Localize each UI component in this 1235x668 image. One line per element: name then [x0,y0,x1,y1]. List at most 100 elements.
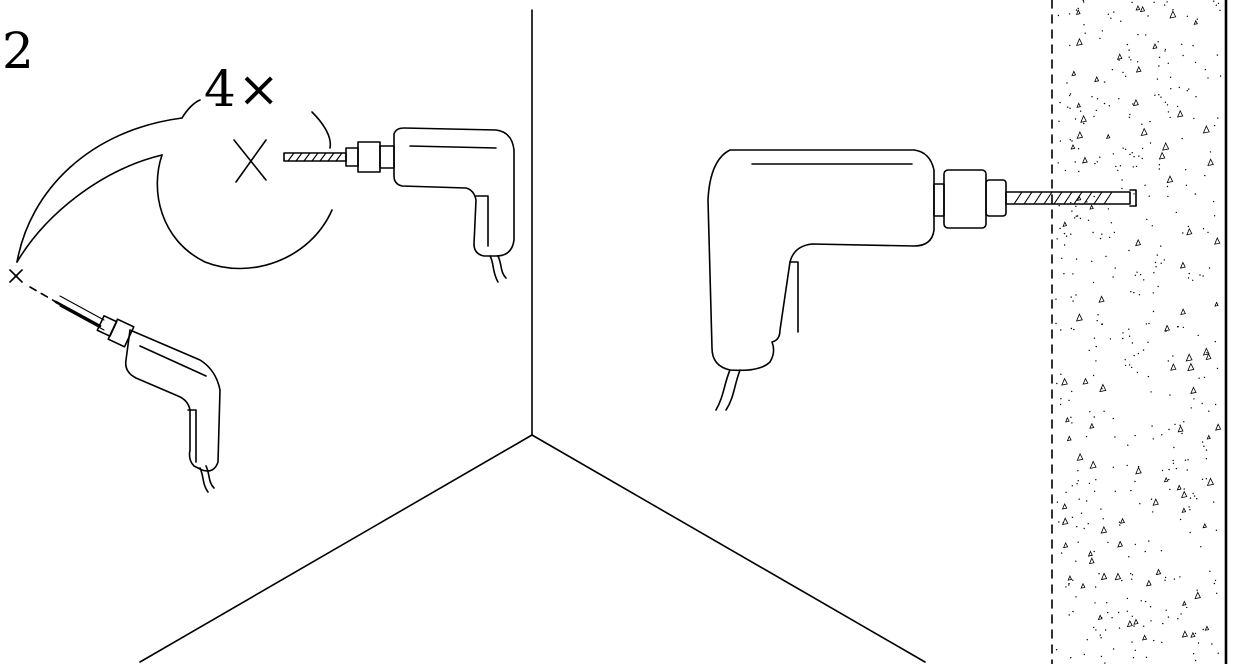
aggregate-dot [1133,156,1135,158]
aggregate-dot [1126,464,1128,467]
aggregate-dot [1080,512,1083,514]
aggregate-dot [1126,597,1129,600]
aggregate-stone [1187,362,1195,372]
aggregate-dot [1100,508,1102,510]
aggregate-dot [1089,411,1091,413]
aggregate-dot [1131,152,1133,154]
aggregate-dot [1195,659,1197,662]
floor-edge-left [139,434,533,663]
aggregate-dot [1084,32,1086,34]
aggregate-dot [1152,438,1155,440]
aggregate-dot [1201,441,1204,443]
aggregate-stone [1062,221,1068,227]
aggregate-dot [1183,421,1185,423]
callout-curve-outer [16,117,183,263]
aggregate-dot [1201,402,1203,405]
aggregate-dot [1147,375,1150,378]
aggregate-dot [1124,148,1127,150]
aggregate-dot [1068,582,1070,585]
aggregate-dot [1145,323,1148,325]
aggregate-dot [1063,244,1066,246]
aggregate-dot [1156,78,1159,80]
aggregate-dot [1086,500,1088,502]
aggregate-stone [1214,237,1221,245]
aggregate-dot [1172,459,1174,462]
aggregate-dot [1167,360,1170,362]
aggregate-dot [1205,478,1208,480]
aggregate-dot [1149,142,1152,144]
aggregate-dot [1213,501,1215,503]
aggregate-stone [1076,452,1084,461]
aggregate-dot [1167,62,1170,64]
aggregate-dot [1177,326,1179,328]
aggregate-dot [1197,334,1199,337]
aggregate-dot [1197,642,1200,644]
aggregate-dot [1170,88,1172,90]
aggregate-dot [1208,267,1211,269]
aggregate-dot [1160,262,1162,264]
aggregate-dot [1148,195,1150,197]
aggregate-dot [1075,215,1078,217]
aggregate-dot [1121,179,1123,181]
drill-body-large [707,149,935,372]
aggregate-dot [1128,328,1130,330]
aggregate-dot [1117,169,1119,172]
aggregate-dot [1101,30,1104,32]
aggregate-stone [1202,125,1210,134]
aggregate-stone [1162,141,1170,151]
aggregate-dot [1107,611,1109,614]
aggregate-dot [1205,458,1208,460]
aggregate-dot [1124,359,1126,361]
aggregate-dot [1214,579,1217,582]
aggregate-dot [1213,0,1215,2]
aggregate-stone [1155,568,1162,576]
aggregate-dot [1070,416,1072,418]
aggregate-dot [1194,193,1197,195]
aggregate-stone [1114,572,1122,581]
aggregate-dot [1181,43,1183,45]
aggregate-stone [1065,416,1070,423]
aggregate-dot [1189,531,1191,534]
aggregate-dot [1141,157,1144,160]
aggregate-dot [1076,215,1079,217]
aggregate-dot [1147,15,1149,17]
aggregate-stone [1071,70,1077,77]
aggregate-dot [1069,44,1071,47]
aggregate-dot [1077,541,1079,543]
aggregate-dot [1208,410,1210,412]
aggregate-dot [1184,459,1187,461]
aggregate-dot [1155,266,1157,268]
aggregate-dot [1063,232,1066,235]
aggregate-dot [1209,570,1211,572]
aggregate-dot [1217,652,1219,654]
aggregate-dot [1114,490,1117,492]
aggregate-dot [1096,161,1098,163]
aggregate-dot [1160,245,1162,247]
aggregate-dot [1199,274,1201,276]
aggregate-stone [1202,347,1210,356]
drill-cord-angled-a [199,467,209,493]
aggregate-dot [1193,117,1195,120]
aggregate-dot [1137,465,1140,468]
aggregate-dot [1108,105,1111,107]
aggregate-dot [1203,376,1206,379]
aggregate-dot [1202,228,1205,230]
aggregate-dot [1093,490,1096,492]
aggregate-stone [1076,131,1084,139]
aggregate-dot [1075,9,1078,11]
aggregate-stone [1135,466,1142,475]
magnify-circle-lower [156,154,333,270]
aggregate-dot [1060,373,1062,375]
aggregate-dot [1074,217,1076,219]
aggregate-dot [1121,579,1123,582]
aggregate-dot [1085,435,1088,438]
aggregate-dot [1192,492,1194,495]
aggregate-dot [1057,14,1060,17]
aggregate-dot [1138,155,1140,157]
drill-large-right [707,149,1137,411]
aggregate-stone [1180,308,1186,316]
aggregate-dot [1192,653,1195,655]
aggregate-dot [1075,205,1077,207]
aggregate-dot [1165,609,1167,611]
aggregate-dot [1200,546,1202,548]
